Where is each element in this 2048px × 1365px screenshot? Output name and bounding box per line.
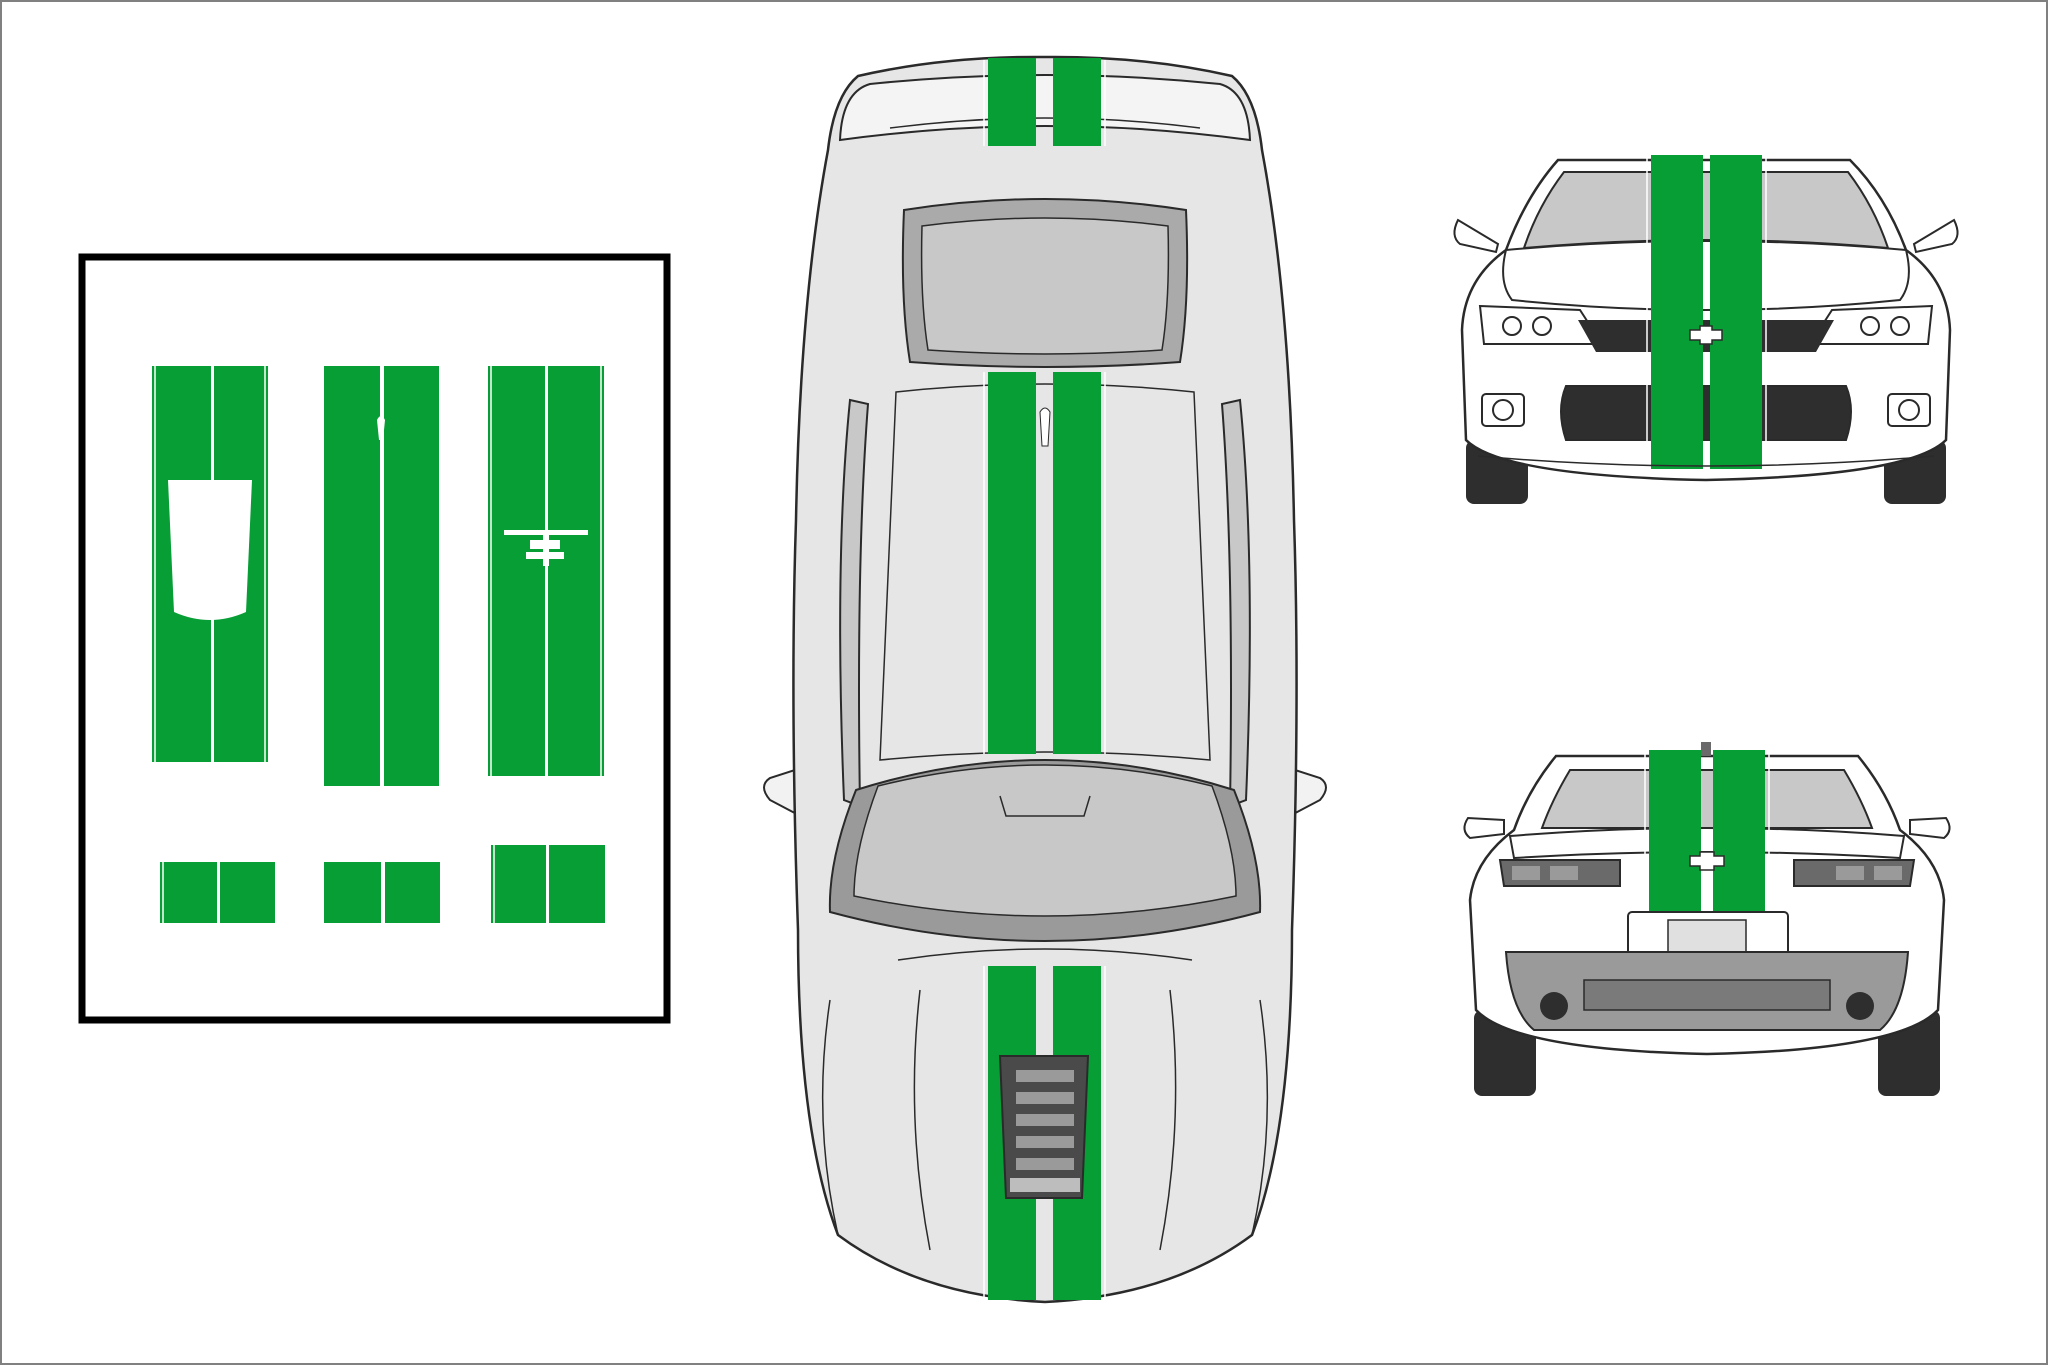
kit-c-long-stripes (488, 366, 604, 776)
rear-window (1540, 769, 1874, 829)
top-stripe-right-roof (1053, 372, 1101, 754)
front-lower-grille (1560, 385, 1852, 441)
rear-left-exhaust (1540, 992, 1568, 1020)
kit-c-short-stripes (491, 845, 605, 923)
front-bowtie-emblem (1689, 325, 1723, 345)
kit-c-emblem-cutout (504, 530, 588, 566)
kit-b-slot-cutout (377, 416, 385, 440)
kit-c-stripe-left (488, 366, 545, 776)
front-stripes (1651, 155, 1762, 469)
kit-b-short-stripes (324, 862, 440, 923)
car-rear-view (1463, 742, 1951, 1096)
kit-b-long-stripes (324, 366, 439, 786)
rear-right-exhaust (1846, 992, 1874, 1020)
kit-b-stripe-left (324, 366, 380, 786)
car-top-view (763, 55, 1327, 1304)
top-stripe-left-roof (988, 372, 1036, 754)
rear-bowtie-emblem (1689, 851, 1725, 871)
kit-a-short-stripes (160, 862, 275, 923)
kit-c-stripe-right (548, 366, 604, 776)
car-front-view (1453, 155, 1959, 504)
kit-a-long-stripes (152, 366, 268, 762)
kit-a-hood-cutout (168, 480, 252, 620)
top-hood-vent (998, 1055, 1090, 1199)
top-stripe-left-spoiler (988, 58, 1036, 146)
kit-b-stripe-right (384, 366, 439, 786)
top-stripe-right-spoiler (1053, 58, 1101, 146)
decal-kit-panel (78, 253, 671, 1024)
top-antenna (1039, 407, 1051, 447)
front-windshield (1522, 171, 1890, 250)
